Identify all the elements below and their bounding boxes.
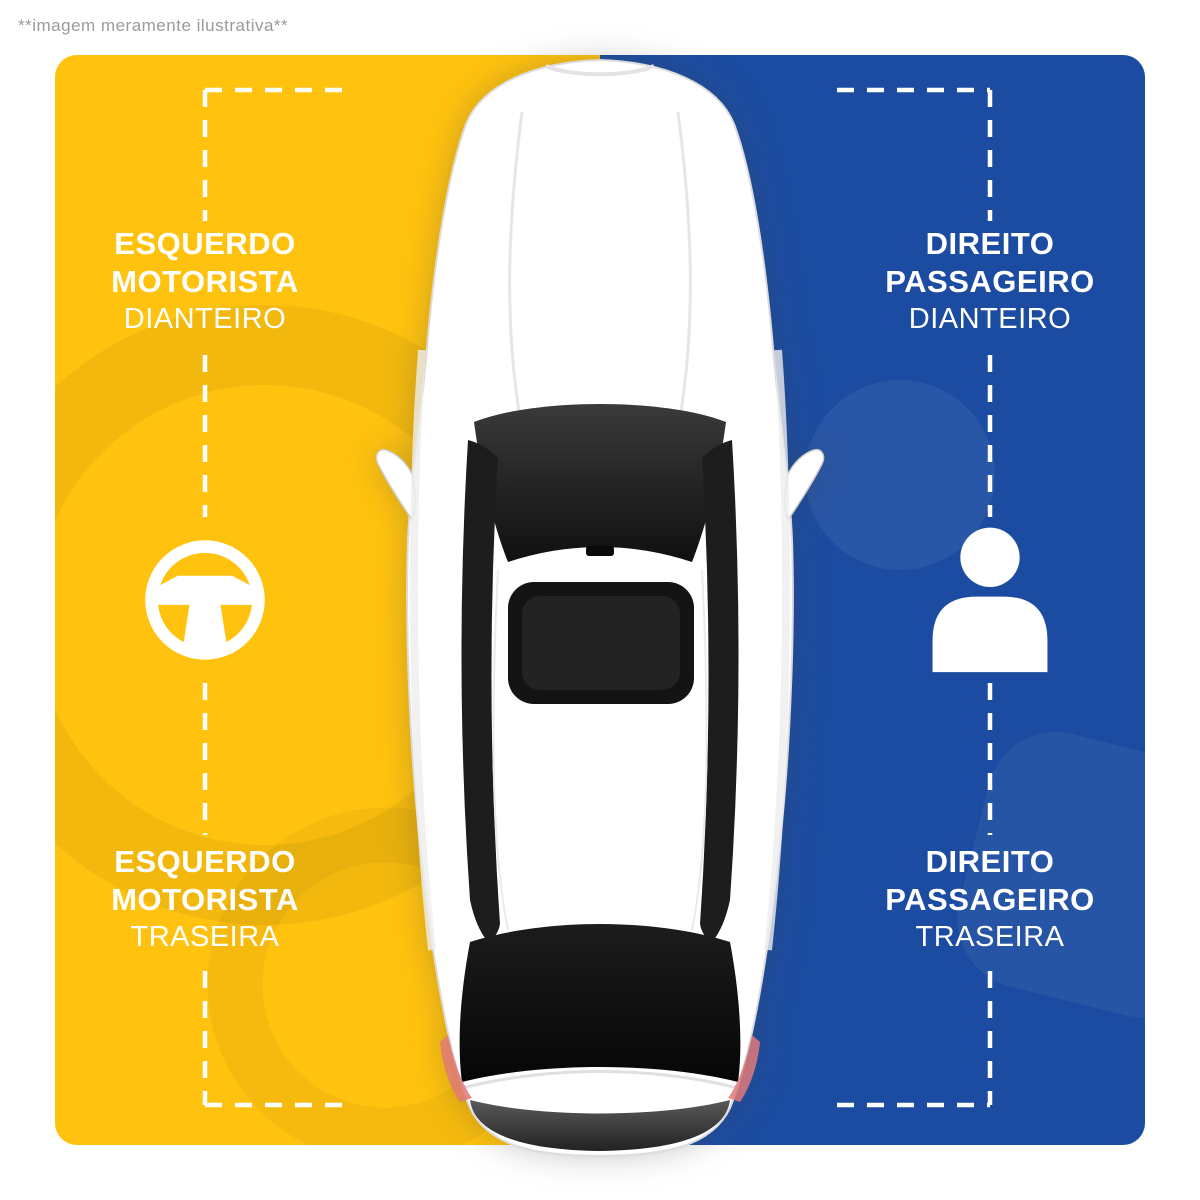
label-line: MOTORISTA <box>111 882 299 917</box>
label-line: DIANTEIRO <box>908 303 1072 335</box>
label-line: DIREITO <box>925 844 1055 879</box>
label-line: ESQUERDO <box>114 226 296 261</box>
label-line: PASSAGEIRO <box>885 264 1095 299</box>
label-line: DIANTEIRO <box>123 303 287 335</box>
label-line: PASSAGEIRO <box>885 882 1095 917</box>
person-icon <box>932 527 1048 673</box>
disclaimer-text: **imagem meramente ilustrativa** <box>18 16 289 35</box>
right-watermark-decoration <box>805 380 1145 1018</box>
steering-wheel-icon <box>145 540 265 660</box>
label-line: DIREITO <box>925 226 1055 261</box>
label-left-front: ESQUERDO MOTORISTA DIANTEIRO <box>60 225 350 337</box>
label-left-rear: ESQUERDO MOTORISTA TRASEIRA <box>60 843 350 955</box>
car-top-view <box>375 58 825 1158</box>
label-right-rear: DIREITO PASSAGEIRO TRASEIRA <box>840 843 1140 955</box>
label-right-front: DIREITO PASSAGEIRO DIANTEIRO <box>840 225 1140 337</box>
label-line: ESQUERDO <box>114 844 296 879</box>
label-line: MOTORISTA <box>111 264 299 299</box>
label-line: TRASEIRA <box>130 921 280 953</box>
label-line: TRASEIRA <box>915 921 1065 953</box>
